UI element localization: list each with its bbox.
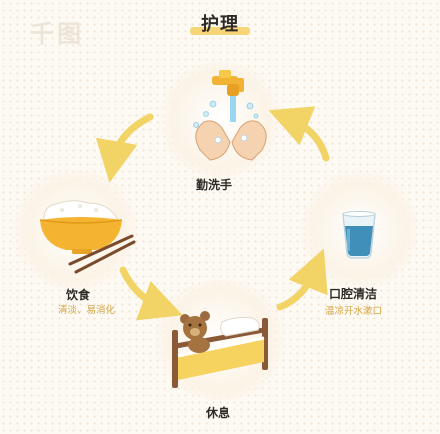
water-glass-icon [342,211,376,259]
bear-bed-icon [172,311,268,388]
watermark-text: 千图 [30,20,84,48]
step-label-diet: 饮食 [66,288,91,302]
step-sub-diet: 清淡、易消化 [58,305,116,316]
arrow-bottom-left [119,266,183,321]
arrow-top-left [95,113,154,183]
step-label-oral: 口腔清洁 [329,287,378,301]
step-sub-oral: 温凉开水漱口 [325,306,383,317]
title-highlight [190,27,250,35]
step-label-handwash: 勤洗手 [196,178,233,192]
arrow-bottom-right [276,248,328,311]
arrow-top-right [268,106,330,162]
diagram-title: 护理 [201,14,239,35]
step-label-rest: 休息 [206,406,231,420]
faucet-hands-icon [193,70,267,161]
rice-bowl-icon [39,200,136,274]
